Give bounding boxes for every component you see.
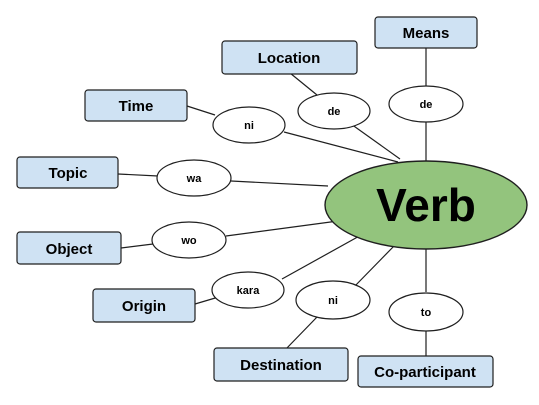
particle-label-origin: kara	[237, 285, 261, 297]
verb-label: Verb	[376, 179, 476, 231]
particle-label-coparticipant: to	[421, 307, 432, 319]
particle-label-time: ni	[244, 120, 254, 132]
verb-node: Verb	[324, 160, 528, 250]
particle-location: de	[297, 92, 371, 130]
role-box-means: Means	[374, 16, 478, 49]
edge-topic-box-particle	[117, 173, 159, 177]
particle-topic: wa	[156, 159, 232, 197]
role-label-coparticipant: Co-participant	[374, 364, 476, 381]
edge-time-particle-verb	[283, 131, 399, 163]
verb-ellipse	[324, 160, 528, 250]
particle-origin: kara	[211, 271, 285, 309]
role-label-topic: Topic	[49, 165, 88, 182]
role-label-time: Time	[119, 98, 154, 115]
role-box-time: Time	[84, 89, 188, 122]
role-box-object: Object	[16, 231, 122, 265]
role-box-origin: Origin	[92, 288, 196, 323]
particle-label-object: wo	[180, 235, 197, 247]
edge-topic-particle-verb	[230, 180, 329, 187]
particle-destination: ni	[295, 280, 371, 320]
particle-coparticipant: to	[388, 292, 464, 332]
connectors	[117, 48, 427, 356]
role-box-topic: Topic	[16, 156, 119, 189]
particle-label-destination: ni	[328, 295, 338, 307]
edge-destination-box-particle	[284, 315, 319, 351]
particle-time: ni	[212, 106, 286, 144]
edge-object-particle-verb	[225, 220, 339, 237]
edge-location-box-particle	[289, 72, 318, 96]
role-box-location: Location	[221, 40, 358, 75]
particle-label-topic: wa	[186, 173, 203, 185]
particle-object: wo	[151, 221, 227, 259]
role-label-means: Means	[403, 25, 450, 42]
role-label-destination: Destination	[240, 357, 322, 374]
role-label-location: Location	[258, 50, 321, 67]
particle-means: de	[388, 85, 464, 123]
edge-time-box-particle	[186, 105, 216, 116]
particle-label-location: de	[328, 106, 341, 118]
edge-destination-particle-verb	[351, 244, 396, 290]
role-box-coparticipant: Co-participant	[357, 355, 494, 388]
role-label-origin: Origin	[122, 298, 166, 315]
edge-object-box-particle	[120, 243, 154, 249]
particle-label-means: de	[420, 99, 433, 111]
role-label-object: Object	[46, 241, 93, 258]
edge-location-particle-verb	[350, 123, 401, 160]
role-box-destination: Destination	[213, 347, 349, 382]
